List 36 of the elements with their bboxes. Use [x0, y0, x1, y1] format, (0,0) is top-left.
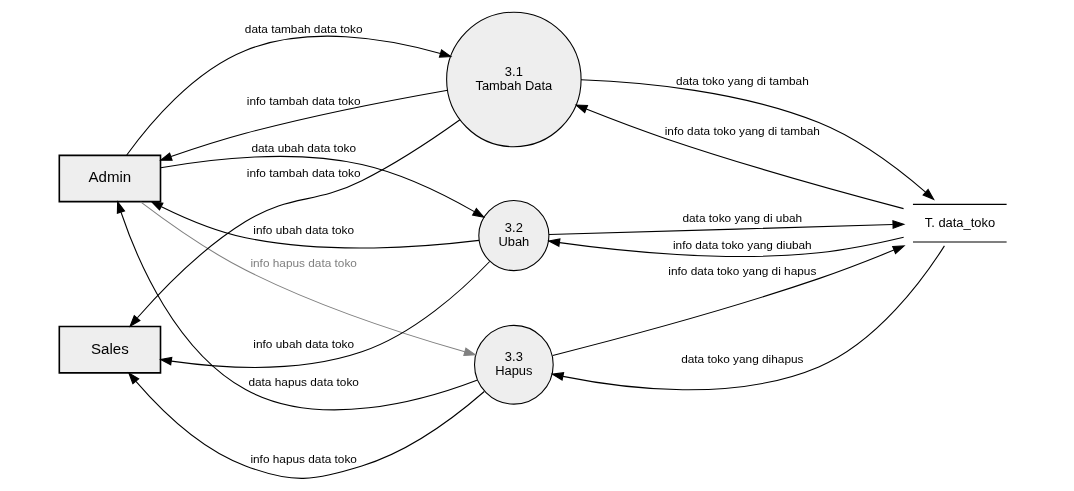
- edge-label: info hapus data toko: [250, 451, 357, 466]
- edge-label: data toko yang di tambah: [675, 73, 809, 88]
- edge-label: info data toko yang diubah: [672, 238, 812, 253]
- node-circle: 3.1 Tambah Data: [446, 11, 582, 148]
- edge-label: info data toko yang di tambah: [664, 124, 820, 139]
- node-circle: 3.2 Ubah: [478, 200, 550, 272]
- arrow: [160, 155, 486, 218]
- edge-label: info tambah data toko: [246, 94, 361, 109]
- arrow: [158, 260, 491, 368]
- arrow: [574, 104, 905, 210]
- edge-label: data tambah data toko: [244, 21, 363, 36]
- arrow: [159, 89, 449, 161]
- edge-label: data toko yang di ubah: [682, 211, 803, 226]
- arrow: [552, 245, 906, 356]
- arrow: [129, 119, 461, 328]
- arrow: [127, 371, 485, 479]
- arrow: [547, 236, 905, 258]
- edge-label: info data toko yang di hapus: [668, 264, 817, 279]
- edge-label: info ubah data toko: [253, 337, 354, 352]
- arrow: [140, 201, 477, 357]
- edge-label: info tambah data toko: [246, 166, 361, 181]
- edge-label: info hapus data toko: [250, 255, 357, 270]
- node-text: T. data_toko: [924, 214, 996, 230]
- edge-label: data toko yang dihapus: [681, 352, 804, 367]
- arrow: [116, 200, 478, 411]
- node-box: Sales: [58, 325, 162, 374]
- edge-label: info ubah data toko: [253, 223, 354, 238]
- node-box: Admin: [58, 154, 162, 203]
- arrow: [550, 245, 945, 391]
- arrow: [548, 220, 906, 236]
- arrow: [126, 35, 453, 156]
- arrow: [580, 79, 935, 201]
- node-circle: 3.3 Hapus: [473, 324, 554, 405]
- edge-label: data hapus data toko: [248, 375, 359, 390]
- edge-label: data ubah data toko: [251, 141, 356, 156]
- arrow: [150, 200, 480, 249]
